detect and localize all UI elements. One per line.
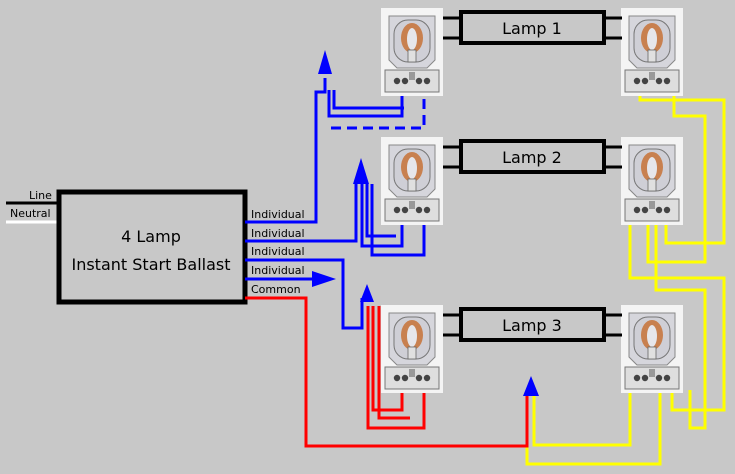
ballast-title-line1: 4 Lamp [121, 227, 181, 246]
lamp-2-label: Lamp 2 [502, 148, 562, 167]
lead-label-individual-3: Individual [251, 245, 305, 258]
socket-lamp2-right [620, 136, 684, 226]
lead-label-common: Common [251, 283, 301, 296]
yellow-wires [525, 92, 726, 466]
common-wires [245, 296, 529, 448]
neutral-label: Neutral [10, 207, 51, 220]
arrow-up-icon [353, 158, 369, 184]
lamp-2: Lamp 2 [443, 139, 622, 174]
ballast-title-line2: Instant Start Ballast [71, 255, 230, 274]
lead-label-individual-2: Individual [251, 227, 305, 240]
ballast-box [56, 189, 248, 305]
lamp-1-label: Lamp 1 [502, 19, 562, 38]
arrow-up-icon [360, 284, 374, 302]
line-label: Line [29, 189, 52, 202]
arrow-right-icon [312, 271, 336, 287]
individual-wires [245, 78, 426, 330]
socket-lamp1-left [380, 7, 444, 97]
socket-lamp3-left [380, 304, 444, 394]
socket-lamp2-left [380, 136, 444, 226]
lead-label-individual-4: Individual [251, 264, 305, 277]
lamp-1: Lamp 1 [443, 10, 622, 45]
arrow-up-icon [523, 376, 539, 396]
lamp-3-label: Lamp 3 [502, 316, 562, 335]
lamp-3: Lamp 3 [443, 307, 622, 342]
arrow-up-icon [318, 50, 332, 74]
socket-lamp3-right [620, 304, 684, 394]
lead-label-individual-1: Individual [251, 208, 305, 221]
socket-lamp1-right [620, 7, 684, 97]
